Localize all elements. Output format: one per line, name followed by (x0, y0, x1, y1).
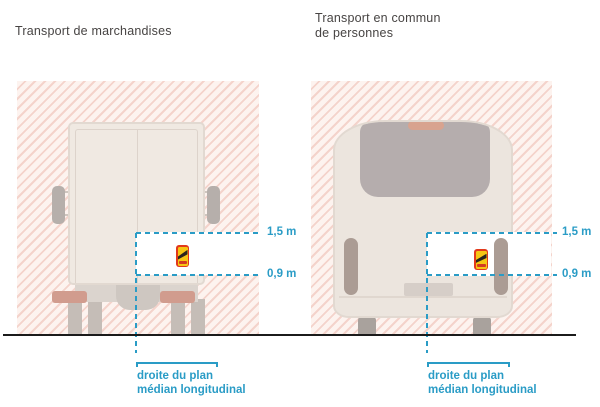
truck-axle-tank (116, 284, 160, 310)
title-line: de personnes (315, 26, 394, 40)
truck-mirror-left (52, 186, 65, 224)
bus-light-cluster-left (344, 238, 358, 295)
truck-mudguard (52, 291, 87, 303)
sticker-text-band (476, 264, 486, 267)
dimension-label-lower: 0,9 m (267, 268, 297, 280)
bus-roof-marker (408, 122, 444, 130)
sticker-artwork (177, 246, 188, 266)
bus-light-cluster-right (494, 238, 508, 295)
sticker-artwork (475, 250, 487, 269)
dimension-line-upper-goods (136, 232, 260, 234)
dimension-label-upper: 1,5 m (562, 226, 592, 238)
median-plane-caption-goods: droite du plan médian longitudinal (137, 370, 246, 397)
dimension-label-upper: 1,5 m (267, 226, 297, 238)
median-plane-line-passengers (426, 233, 428, 353)
dimension-line-lower-goods (136, 274, 260, 276)
sticker-truck-silhouette (177, 249, 188, 260)
dimension-line-upper-passengers (427, 232, 557, 234)
ground-line (3, 334, 576, 336)
truck-mirror-right (207, 186, 220, 224)
bus-license-plate (404, 283, 453, 296)
title-line: Transport en commun (315, 11, 441, 25)
caption-line: droite du plan (428, 370, 505, 382)
truck-mudguard (160, 291, 195, 303)
blind-spot-sticker-icon (474, 249, 488, 270)
median-plane-bracket-goods (136, 362, 218, 367)
caption-line: médian longitudinal (428, 383, 537, 396)
median-plane-bracket-passengers (427, 362, 510, 367)
truck-wheel (191, 299, 205, 334)
title-line: Transport de marchandises (15, 24, 172, 38)
truck-wheel (88, 299, 102, 334)
blind-spot-sticker-icon (176, 245, 189, 267)
panel-title-passengers: Transport en commun de personnes (315, 11, 441, 41)
bus-wheel (358, 317, 376, 334)
bus-bumper-crease (339, 296, 507, 298)
panel-title-goods: Transport de marchandises (15, 24, 172, 39)
bus-rear-window (360, 122, 490, 197)
sticker-placement-zone-passengers (427, 232, 551, 276)
truck-mirror-arm (61, 214, 71, 216)
truck-wheel (171, 299, 185, 334)
truck-rear-doors (75, 129, 198, 283)
truck-mirror-arm (61, 191, 71, 193)
dimension-label-lower: 0,9 m (562, 268, 592, 280)
truck-wheel (68, 299, 82, 334)
bus-wheel (473, 317, 491, 334)
sticker-truck-silhouette (475, 253, 487, 264)
dimension-line-lower-passengers (427, 274, 557, 276)
sticker-text-band (178, 261, 187, 264)
median-plane-line-goods (135, 233, 137, 353)
caption-line: médian longitudinal (137, 383, 246, 396)
caption-line: droite du plan (137, 370, 214, 382)
sticker-placement-zone-goods (136, 232, 259, 275)
bus-rear-illustration (333, 120, 513, 318)
median-plane-caption-passengers: droite du plan médian longitudinal (428, 370, 537, 397)
